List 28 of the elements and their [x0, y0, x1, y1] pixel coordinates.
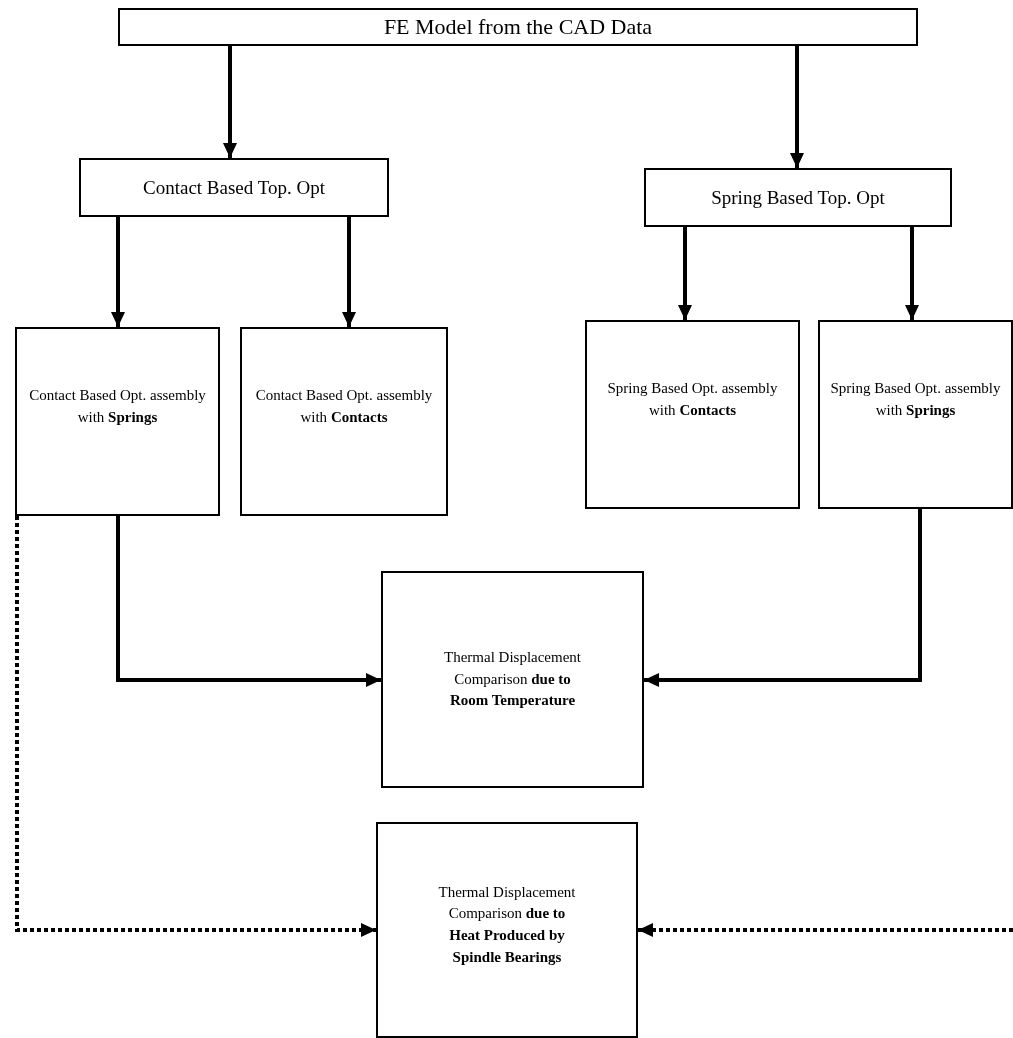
- node-text: Spring Based Opt. assembly with Contacts: [606, 378, 779, 420]
- node-text: Contact Based Opt. assembly with Springs: [28, 385, 207, 427]
- arrow: [116, 516, 381, 687]
- node-text: Spring Based Top. Opt: [711, 185, 885, 210]
- node-text: Thermal Displacement Comparison due to Room Temperature: [443, 647, 582, 711]
- node-text: Spring Based Opt. assembly with Springs: [829, 378, 1002, 420]
- process-box: [376, 822, 638, 1038]
- process-box: [818, 320, 1013, 509]
- process-box: [15, 327, 220, 516]
- node-text: Contact Based Top. Opt: [143, 175, 325, 200]
- node-text: FE Model from the CAD Data: [383, 13, 653, 42]
- process-box: [585, 320, 800, 509]
- node-text: Contact Based Opt. assembly with Contacts: [254, 385, 434, 427]
- arrow: [223, 46, 237, 158]
- node-text: Thermal Displacement Comparison due to Heat Produced by Spindle Bearings: [437, 882, 577, 967]
- dotted-arrow: [638, 923, 1013, 937]
- arrow: [905, 227, 919, 320]
- arrow: [342, 217, 356, 327]
- arrow: [678, 227, 692, 320]
- dotted-arrow: [15, 516, 376, 937]
- arrow: [790, 46, 804, 168]
- process-box: [118, 8, 918, 46]
- process-box: [240, 327, 448, 516]
- arrow: [644, 509, 922, 687]
- process-box: [79, 158, 389, 217]
- arrow: [111, 217, 125, 327]
- process-box: [381, 571, 644, 788]
- process-box: [644, 168, 952, 227]
